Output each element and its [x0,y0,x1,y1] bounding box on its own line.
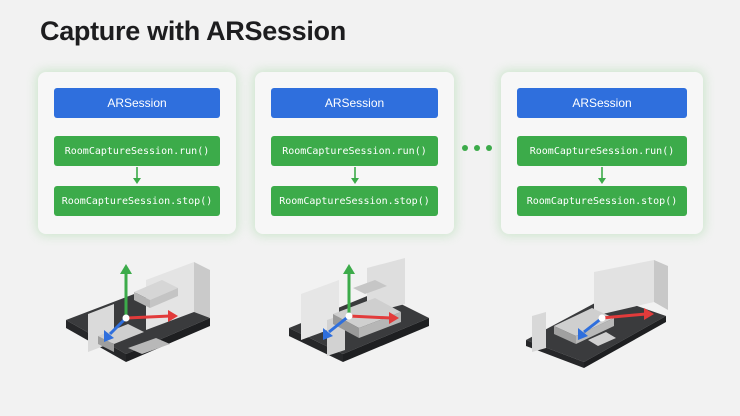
ellipsis-dot [486,145,492,151]
room-capture-run-box: RoomCaptureSession.run() [517,136,687,166]
room-scan-icon [66,262,210,362]
ellipsis-icon [462,145,492,151]
room-scan-icon [289,258,429,362]
xyz-axis-icon [104,264,178,342]
ellipsis-dot [474,145,480,151]
page-title: Capture with ARSession [40,16,346,46]
xyz-axis-icon [578,308,654,340]
room-scan-icon [526,260,668,368]
arrow-down-icon [133,167,141,184]
ellipsis-dot [462,145,468,151]
xyz-axis-icon [323,264,399,340]
room-capture-stop-box: RoomCaptureSession.stop() [517,186,687,216]
arrow-down-icon [350,167,359,184]
ar-session-panel-1: ARSession RoomCaptureSession.run() RoomC… [38,72,236,234]
ar-session-box: ARSession [271,88,438,118]
ar-session-box: ARSession [517,88,687,118]
room-capture-stop-box: RoomCaptureSession.stop() [54,186,220,216]
room-wall [532,260,668,352]
ar-session-panel-3: ARSession RoomCaptureSession.run() RoomC… [501,72,703,234]
ar-session-box: ARSession [54,88,220,118]
room-capture-run-box: RoomCaptureSession.run() [54,136,220,166]
room-capture-stop-box: RoomCaptureSession.stop() [271,186,438,216]
room-capture-run-box: RoomCaptureSession.run() [271,136,438,166]
ar-session-panel-2: ARSession RoomCaptureSession.run() RoomC… [255,72,454,234]
arrow-down-icon [598,167,606,184]
